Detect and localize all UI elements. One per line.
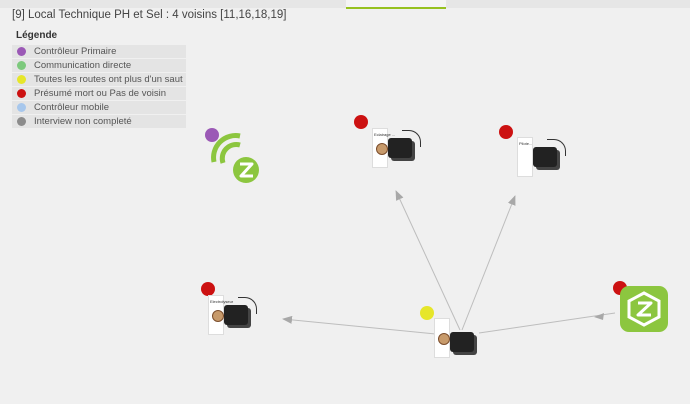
legend-item-interview-incomplete: Interview non completé: [12, 115, 186, 128]
legend-panel: Légende Contrôleur Primaire Communicatio…: [12, 28, 186, 129]
graph-edge: [478, 312, 616, 334]
device-card: Electrolyseur: [208, 295, 233, 335]
legend-label: Présumé mort ou Pas de voisin: [34, 87, 167, 99]
graph-edge: [461, 195, 516, 331]
zwave-logo-icon[interactable]: [210, 132, 266, 188]
dimmer-module-icon[interactable]: Pilote...: [517, 137, 569, 179]
wire-icon: [547, 139, 566, 156]
legend-item-mobile-controller: Contrôleur mobile: [12, 101, 186, 114]
module-box-icon: [224, 305, 248, 325]
legend-label: Toutes les routes ont plus d'un saut: [34, 73, 183, 85]
device-card-label: Eclairage ...: [374, 132, 396, 137]
graph-arrowhead: [594, 313, 604, 320]
status-dot-node-center: [420, 306, 434, 320]
zwave-app-tile-icon[interactable]: [620, 286, 668, 332]
device-card-label: Electrolyseur: [210, 299, 234, 304]
legend-dot-purple: [17, 47, 26, 56]
legend-item-primary-controller: Contrôleur Primaire: [12, 45, 186, 58]
legend-label: Interview non completé: [34, 115, 132, 127]
legend-label: Communication directe: [34, 59, 132, 71]
legend-item-multi-hop: Toutes les routes ont plus d'un saut: [12, 73, 186, 86]
graph-edge: [395, 190, 461, 331]
device-card: [434, 318, 450, 358]
legend-dot-green: [17, 61, 26, 70]
dimmer-module-icon[interactable]: Electrolyseur: [208, 295, 260, 337]
device-card-label: Pilote...: [519, 141, 533, 146]
device-card: Pilote...: [517, 137, 533, 177]
dial-icon: [212, 310, 224, 322]
legend-label: Contrôleur mobile: [34, 101, 109, 113]
dimmer-module-icon[interactable]: [434, 318, 486, 360]
dial-icon: [438, 333, 450, 345]
dial-icon: [376, 143, 388, 155]
status-dot-primary-controller: [205, 128, 219, 142]
module-box-icon: [450, 332, 474, 352]
legend-label: Contrôleur Primaire: [34, 45, 117, 57]
status-dot-node-top-left: [354, 115, 368, 129]
wire-icon: [238, 297, 257, 314]
wire-icon: [402, 130, 421, 147]
device-card: Eclairage ...: [372, 128, 395, 168]
status-dot-node-top-right: [499, 125, 513, 139]
legend-title: Légende: [16, 30, 58, 41]
dimmer-module-icon[interactable]: Eclairage ...: [372, 128, 424, 170]
legend-dot-grey: [17, 117, 26, 126]
legend-dot-yellow: [17, 75, 26, 84]
legend-item-presumed-dead: Présumé mort ou Pas de voisin: [12, 87, 186, 100]
active-tab[interactable]: [346, 0, 446, 9]
legend-dot-light-blue: [17, 103, 26, 112]
graph-edge: [282, 315, 457, 337]
status-dot-node-left: [201, 282, 215, 296]
top-tab-bar: [0, 0, 690, 9]
module-box-icon: [533, 147, 557, 167]
zwave-hexagon-icon: [627, 291, 661, 327]
legend-dot-red: [17, 89, 26, 98]
module-box-icon: [388, 138, 412, 158]
page-title: [9] Local Technique PH et Sel : 4 voisin…: [12, 9, 287, 21]
legend-item-direct-communication: Communication directe: [12, 59, 186, 72]
